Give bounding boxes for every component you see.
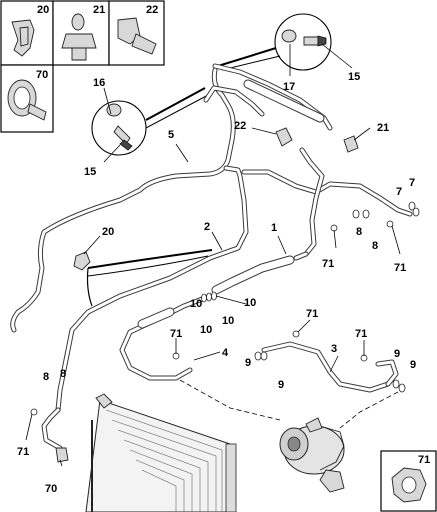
inset-part-22: 22 bbox=[108, 0, 165, 66]
pipe-5-upper bbox=[10, 67, 236, 333]
callout-20: 20 bbox=[102, 226, 114, 238]
callout-3: 3 bbox=[331, 343, 337, 355]
inset-label-21: 21 bbox=[93, 4, 105, 16]
callout-8-a: 8 bbox=[356, 226, 362, 238]
callout-9-a: 9 bbox=[245, 357, 251, 369]
nuts-71 bbox=[30, 220, 394, 416]
inset-part-21: 21 bbox=[52, 0, 110, 66]
inset-part-20: 20 bbox=[0, 0, 54, 66]
pipe-1 bbox=[211, 251, 309, 295]
bracket-70-part bbox=[55, 447, 69, 463]
callout-15-top: 15 bbox=[348, 71, 360, 83]
seal-rings-8 bbox=[352, 201, 420, 219]
callout-71-e: 71 bbox=[355, 328, 367, 340]
callout-9-b: 9 bbox=[278, 379, 284, 391]
callout-2: 2 bbox=[204, 221, 210, 233]
callout-10-d: 10 bbox=[222, 315, 234, 327]
callout-71-a: 71 bbox=[322, 258, 334, 270]
zoom-circle-valve-17 bbox=[274, 13, 353, 76]
pipe-lower-left bbox=[41, 407, 63, 451]
callout-7-right: 7 bbox=[409, 177, 415, 189]
callout-70: 70 bbox=[45, 483, 57, 495]
seal-rings-9 bbox=[254, 351, 406, 393]
callout-71-d: 71 bbox=[306, 308, 318, 320]
callout-5: 5 bbox=[168, 129, 174, 141]
callout-8-b: 8 bbox=[372, 240, 378, 252]
inset-label-22: 22 bbox=[146, 4, 158, 16]
pipe-top-manifold bbox=[203, 63, 333, 131]
callout-71-f: 71 bbox=[17, 446, 29, 458]
connector-22-part bbox=[275, 127, 293, 147]
callout-10-c: 10 bbox=[200, 324, 212, 336]
callout-4: 4 bbox=[222, 347, 229, 359]
callout-8-c: 8 bbox=[43, 371, 49, 383]
callout-9-d: 9 bbox=[410, 359, 416, 371]
zoom-circle-valve-16 bbox=[91, 87, 147, 163]
callout-71-b: 71 bbox=[394, 262, 406, 274]
inset-label-70: 70 bbox=[36, 69, 48, 81]
callout-16: 16 bbox=[93, 77, 105, 89]
callout-10-b: 10 bbox=[190, 298, 202, 310]
callout-21: 21 bbox=[377, 122, 389, 134]
condenser bbox=[85, 393, 237, 512]
callout-10-a: 10 bbox=[244, 297, 256, 309]
inset-part-70: 70 bbox=[0, 64, 54, 133]
pipe-4 bbox=[119, 293, 213, 381]
callout-7-left: 7 bbox=[396, 186, 402, 198]
pipe-2 bbox=[55, 165, 249, 413]
callout-9-c: 9 bbox=[394, 348, 400, 360]
callout-15-left: 15 bbox=[84, 166, 96, 178]
seal-rings-10 bbox=[201, 291, 217, 303]
inset-part-71: 71 bbox=[380, 450, 437, 512]
connector-20-part bbox=[73, 251, 91, 271]
callout-71-c: 71 bbox=[170, 328, 182, 340]
callout-17: 17 bbox=[283, 81, 295, 93]
callout-22: 22 bbox=[234, 120, 246, 132]
compressor bbox=[279, 417, 345, 493]
inset-label-20: 20 bbox=[37, 4, 49, 16]
leader-lines bbox=[25, 127, 401, 467]
inset-label-71: 71 bbox=[418, 454, 430, 466]
callout-8-d: 8 bbox=[60, 368, 66, 380]
pipe-right-upper bbox=[241, 147, 413, 257]
callout-1: 1 bbox=[271, 222, 277, 234]
